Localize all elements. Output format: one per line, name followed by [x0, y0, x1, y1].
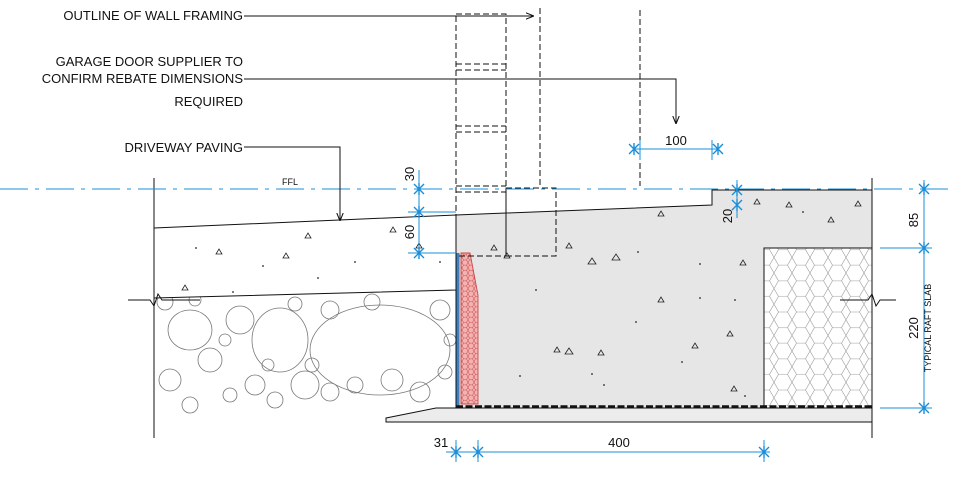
dimension-lines: [408, 140, 932, 462]
insulation-hatch: [461, 253, 478, 404]
dim-paving-depth: 60: [402, 225, 417, 239]
typical-raft-slab-label: TYPICAL RAFT SLAB: [923, 284, 933, 373]
dim-rebate-depth: 20: [720, 209, 735, 223]
raft-slab-pod-fill: [763, 247, 873, 409]
garage-door-label-line-2: CONFIRM REBATE DIMENSIONS: [42, 71, 244, 86]
dim-edge-beam-width: 400: [608, 435, 630, 450]
dim-paving-step: 30: [402, 167, 417, 181]
garage-door-leader: [244, 78, 676, 124]
subgrade-fill: [156, 293, 456, 414]
driveway-paving-label: DRIVEWAY PAVING: [125, 140, 243, 155]
garage-door-label-line-3: REQUIRED: [174, 94, 243, 109]
blinding-layer: [385, 407, 873, 423]
dim-insulation-width: 31: [434, 435, 448, 450]
right-break-mark: [840, 292, 896, 308]
wall-framing-label: OUTLINE OF WALL FRAMING: [63, 8, 243, 23]
dim-slab-top: 85: [906, 213, 921, 227]
ffl-label: FFL: [282, 177, 298, 187]
dim-rebate-width: 100: [665, 133, 687, 148]
left-break-mark: [128, 292, 200, 308]
slab-dots: [519, 211, 804, 397]
slab-aggregate: [490, 198, 862, 392]
paving-dots: [195, 247, 441, 293]
driveway-paving-leader: [244, 146, 340, 221]
dim-slab-depth: 220: [906, 317, 921, 339]
garage-door-label-line-1: GARAGE DOOR SUPPLIER TO: [56, 54, 243, 69]
